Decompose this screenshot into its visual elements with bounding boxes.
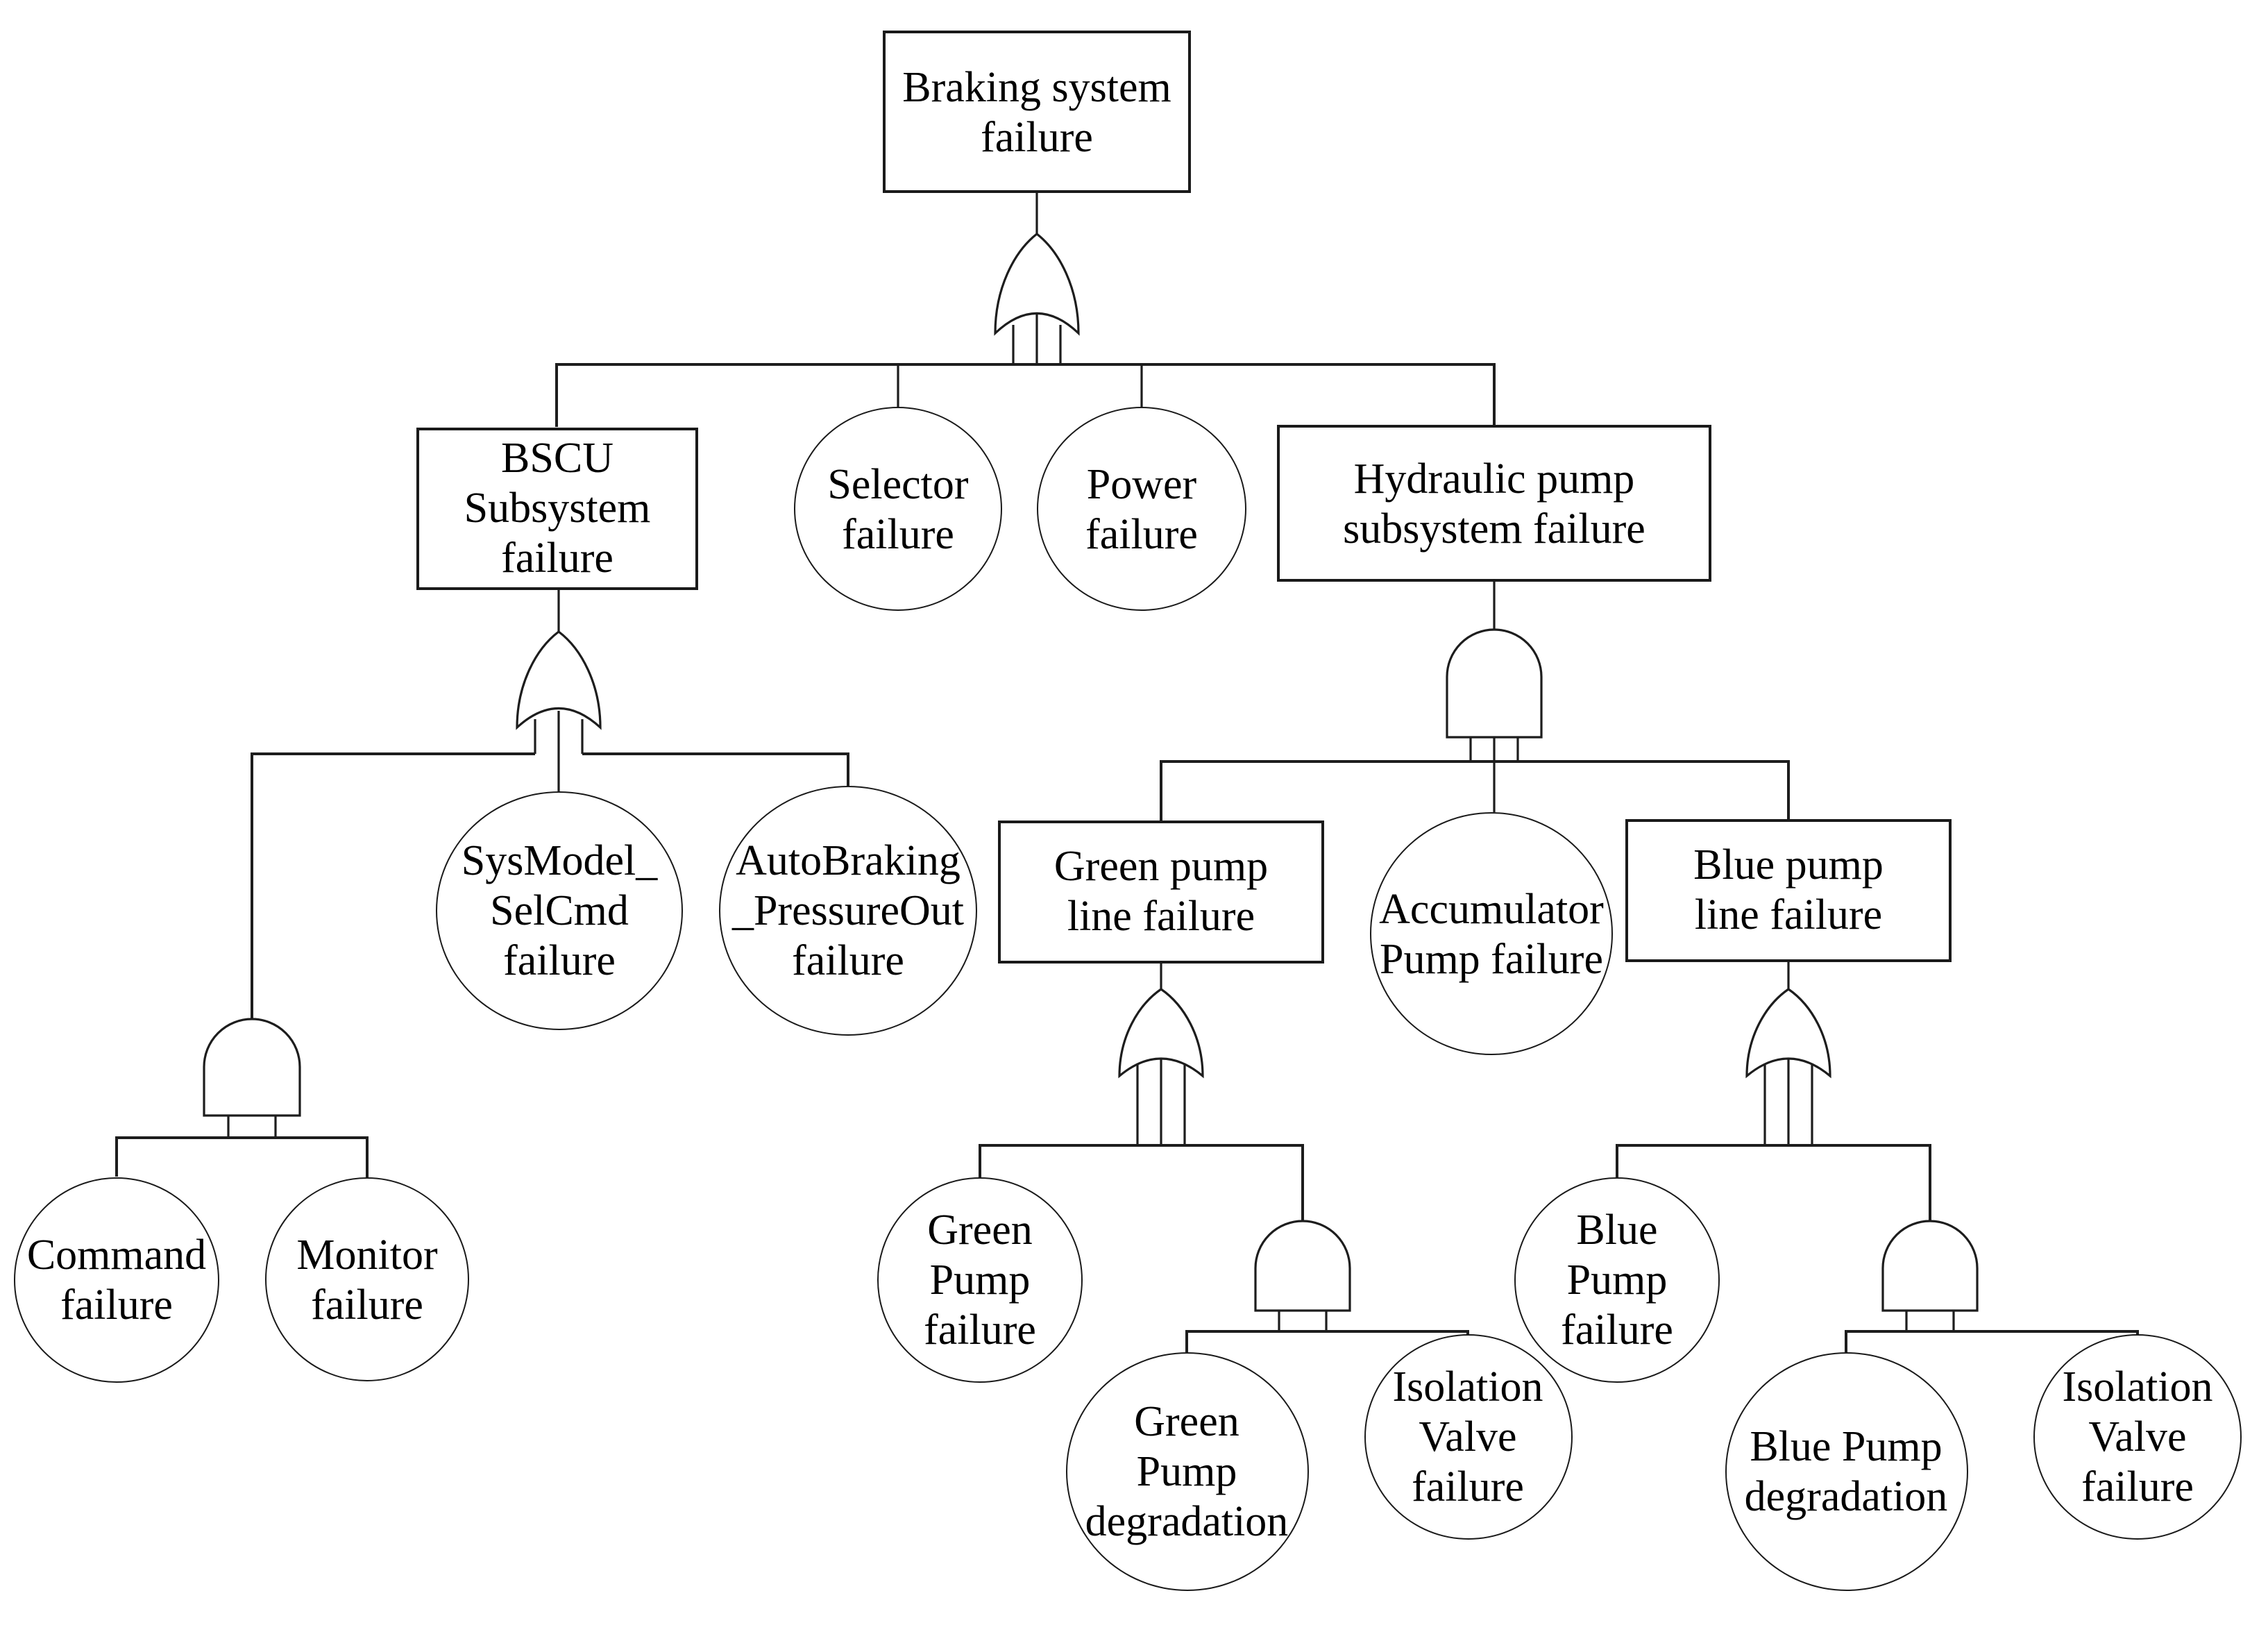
connector-line xyxy=(1136,1052,1186,1145)
connector-line xyxy=(115,1136,369,1177)
event-sysmodel-selcmd-failure: SysModel_ SelCmd failure xyxy=(436,791,683,1030)
and-gate-icon xyxy=(1881,1220,1979,1312)
node-label: AutoBraking _PressureOut failure xyxy=(731,836,965,984)
connector-line xyxy=(534,719,584,754)
connector-line xyxy=(555,363,1496,427)
event-power-failure: Power failure xyxy=(1037,407,1246,611)
connector-line xyxy=(227,1115,277,1138)
node-label: Accumulator Pump failure xyxy=(1379,884,1604,982)
connector-line xyxy=(1012,314,1062,364)
node-label: Braking system failure xyxy=(902,62,1171,160)
event-blue-pump-degradation: Blue Pump degradation xyxy=(1725,1352,1967,1591)
and-gate-icon xyxy=(203,1018,301,1117)
node-label: Blue pump line failure xyxy=(1693,840,1884,939)
event-blue-pump-failure: Blue Pump failure xyxy=(1514,1177,1720,1383)
or-gate-icon xyxy=(516,630,602,730)
event-hydraulic-pump-subsystem-failure: Hydraulic pump subsystem failure xyxy=(1277,425,1711,582)
event-command-failure: Command failure xyxy=(14,1177,219,1382)
node-label: Blue Pump failure xyxy=(1561,1205,1673,1354)
connector-line xyxy=(1616,1144,1931,1221)
node-label: BSCU Subsystem failure xyxy=(464,433,651,582)
or-gate-icon xyxy=(994,232,1080,336)
node-label: Isolation Valve failure xyxy=(2062,1362,2213,1510)
or-gate-icon xyxy=(1745,988,1831,1079)
connector-line xyxy=(979,1144,1304,1221)
or-gate-icon xyxy=(1118,988,1204,1079)
node-label: Blue Pump degradation xyxy=(1744,1422,1948,1520)
event-accumulator-pump-failure: Accumulator Pump failure xyxy=(1370,812,1613,1055)
node-label: Command failure xyxy=(26,1229,207,1328)
node-label: SysModel_ SelCmd failure xyxy=(461,836,658,984)
connector-line xyxy=(1469,736,1519,761)
event-isolation-valve-failure-green: Isolation Valve failure xyxy=(1364,1334,1572,1540)
event-monitor-failure: Monitor failure xyxy=(265,1177,469,1381)
connector-line xyxy=(1905,1309,1955,1331)
connector-line xyxy=(582,752,849,786)
node-label: Green Pump degradation xyxy=(1085,1397,1289,1545)
connector-line xyxy=(1160,760,1790,821)
event-green-pump-degradation: Green Pump degradation xyxy=(1065,1352,1308,1591)
event-green-pump-failure: Green Pump failure xyxy=(877,1177,1083,1383)
node-label: Green Pump failure xyxy=(924,1205,1036,1354)
and-gate-icon xyxy=(1446,628,1543,739)
node-label: Power failure xyxy=(1085,459,1198,557)
event-selector-failure: Selector failure xyxy=(794,407,1002,611)
event-isolation-valve-failure-blue: Isolation Valve failure xyxy=(2033,1334,2242,1540)
event-blue-pump-line-failure: Blue pump line failure xyxy=(1625,819,1952,961)
node-label: Green pump line failure xyxy=(1053,841,1269,941)
node-label: Monitor failure xyxy=(296,1229,438,1328)
event-autobraking-pressureout-failure: AutoBraking _PressureOut failure xyxy=(719,786,977,1036)
connector-line xyxy=(251,752,535,1019)
connector-line xyxy=(1763,1052,1813,1145)
and-gate-icon xyxy=(1254,1220,1351,1312)
node-label: Selector failure xyxy=(827,459,969,557)
node-label: Isolation Valve failure xyxy=(1392,1362,1543,1510)
event-braking-system-failure: Braking system failure xyxy=(883,31,1191,193)
event-green-pump-line-failure: Green pump line failure xyxy=(998,821,1324,963)
event-bscu-subsystem-failure: BSCU Subsystem failure xyxy=(416,427,698,590)
node-label: Hydraulic pump subsystem failure xyxy=(1343,453,1645,552)
connector-line xyxy=(1278,1309,1328,1331)
